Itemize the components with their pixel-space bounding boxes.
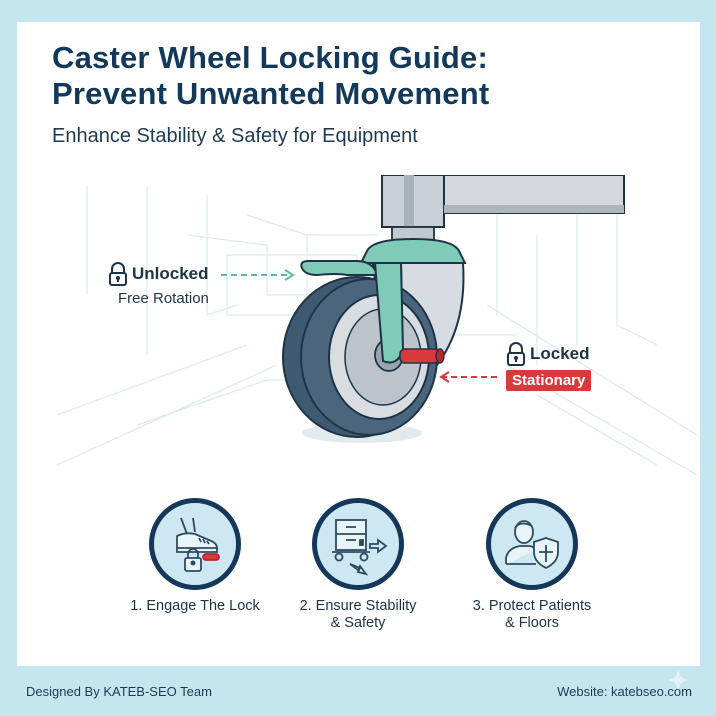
page-subtitle: Enhance Stability & Safety for Equipment [52, 125, 418, 147]
lock-pin [399, 348, 445, 364]
cart-stability-icon [332, 519, 388, 576]
person-shield-icon [505, 520, 559, 570]
page-title: Caster Wheel Locking Guide: Prevent Unwa… [52, 40, 489, 112]
stationary-badge: Stationary [506, 370, 592, 391]
locked-callout: Locked Stationary [506, 342, 592, 391]
step-1-label: 1. Engage The Lock [130, 598, 260, 614]
unlocked-label: Unlocked [132, 264, 209, 283]
padlock-icon [507, 342, 525, 366]
swivel-plate [359, 237, 467, 264]
step-icon-circle [486, 498, 578, 590]
step-2-label-line-2: & Safety [330, 615, 386, 631]
equipment-leg [381, 175, 625, 242]
step-protect-patients: 3. Protect Patients & Floors [442, 498, 622, 632]
step-ensure-stability: 2. Ensure Stability & Safety [268, 498, 448, 632]
locked-label: Locked [530, 344, 590, 363]
step-icon-circle [312, 498, 404, 590]
step-3-label-line-2: & Floors [505, 615, 559, 631]
foot-pressing-brake-icon [176, 517, 220, 572]
caster-illustration [56, 175, 698, 475]
brake-pedal [300, 260, 381, 277]
title-line-2: Prevent Unwanted Movement [52, 76, 490, 111]
designer-credit: Designed By KATEB-SEO Team [26, 684, 212, 699]
unlocked-padlock-icon [109, 262, 127, 286]
title-line-1: Caster Wheel Locking Guide: [52, 40, 489, 75]
free-rotation-label: Free Rotation [118, 290, 209, 307]
step-icon-circle [149, 498, 241, 590]
background-room-lines [56, 185, 698, 475]
step-3-label-line-1: 3. Protect Patients [472, 598, 592, 614]
unlocked-callout: Unlocked Free Rotation [108, 262, 209, 307]
step-engage-lock: 1. Engage The Lock [105, 498, 285, 615]
step-2-label-line-1: 2. Ensure Stability [299, 598, 417, 614]
sparkle-icon [668, 670, 688, 690]
website-link[interactable]: Website: katebseo.com [557, 684, 692, 699]
